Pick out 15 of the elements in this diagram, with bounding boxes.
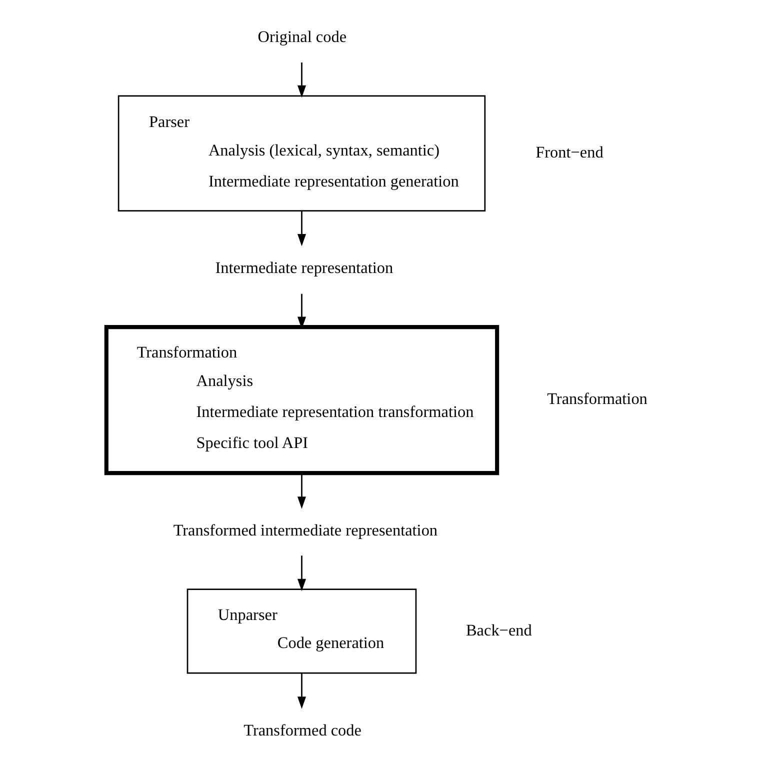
node-box: Parser Analysis (lexical, syntax, semantic) Intermediate representation generation	[118, 95, 486, 212]
node-box: Unparser Code generation	[186, 588, 417, 674]
arrow	[297, 673, 306, 709]
node-label: Back−end	[466, 621, 532, 640]
arrow	[297, 556, 306, 592]
node-label: Front−end	[536, 144, 604, 162]
node-text: Intermediate representation	[215, 259, 394, 278]
node-text: Original code	[258, 28, 347, 46]
node-label: Transformation	[547, 390, 648, 408]
arrow	[297, 62, 306, 98]
node-text: Transformed code	[244, 721, 362, 740]
node-box: Transformation Analysis Intermediate representation transformation Specific tool API	[104, 325, 500, 476]
arrow	[297, 473, 306, 509]
arrow	[297, 211, 306, 246]
node-text: Transformed intermediate representation	[173, 521, 438, 540]
